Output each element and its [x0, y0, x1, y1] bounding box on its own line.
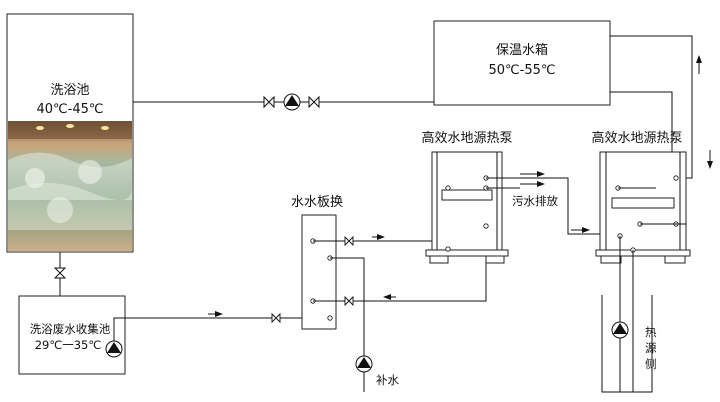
pipe-waste-to-exchanger	[113, 317, 302, 341]
makeup-water-label: 补水	[376, 373, 399, 387]
storage-tank-box	[433, 20, 611, 106]
waste-tank-temp: 29℃一35℃	[35, 338, 102, 352]
pipe-hp1-to-hp2	[486, 177, 600, 235]
waste-tank-name: 洗浴废水收集池	[30, 322, 111, 336]
bowtie-valve-icon	[53, 267, 67, 279]
bath-pool-photo	[8, 121, 132, 251]
heat-pump-1: 高效水地源热泵	[421, 130, 513, 264]
heat-source-side-char-2: 源	[645, 341, 657, 355]
pipe-tank-to-hp2-a	[610, 35, 693, 179]
bowtie-valve-icon	[344, 295, 354, 307]
plate-exchanger-name: 水水板换	[291, 195, 343, 210]
makeup-pump-icon	[355, 355, 373, 373]
heat-source-pump-icon	[611, 321, 629, 339]
waste-tank-box	[18, 295, 126, 375]
bath-pool-name: 洗浴池	[50, 83, 89, 98]
waste-pump-icon	[105, 340, 123, 358]
storage-tank-temp: 50℃-55℃	[489, 63, 556, 78]
heat-source-side-char-1: 热	[645, 325, 657, 339]
bath-pool-temp: 40℃-45℃	[37, 102, 104, 117]
bowtie-valve-icon	[271, 312, 281, 324]
heat-pump-2-name: 高效水地源热泵	[591, 130, 682, 146]
bowtie-valve-icon	[308, 95, 320, 109]
plate-exchanger: 水水板换	[291, 195, 343, 330]
heat-pump-1-frame	[431, 151, 503, 253]
storage-tank: 保温水箱 50℃-55℃	[433, 20, 611, 106]
circulation-pump-icon	[283, 93, 301, 111]
pipe-makeup-water	[330, 257, 365, 356]
plate-exchanger-box	[301, 214, 337, 330]
waste-collection-tank: 洗浴废水收集池 29℃一35℃	[18, 295, 126, 375]
heat-pump-1-name: 高效水地源热泵	[421, 130, 512, 146]
storage-tank-name: 保温水箱	[496, 42, 548, 58]
heat-source-well-shaft	[601, 295, 653, 393]
sewage-discharge-label: 污水排放	[512, 194, 558, 208]
heat-source-well: 热 源 侧	[601, 236, 657, 393]
bowtie-valve-icon	[263, 95, 275, 109]
bath-pool: 洗浴池 40℃-45℃	[6, 13, 134, 253]
heat-source-side-char-3: 侧	[645, 357, 657, 371]
bowtie-valve-icon	[344, 235, 354, 247]
heat-pump-2: 高效水地源热泵	[591, 130, 691, 264]
